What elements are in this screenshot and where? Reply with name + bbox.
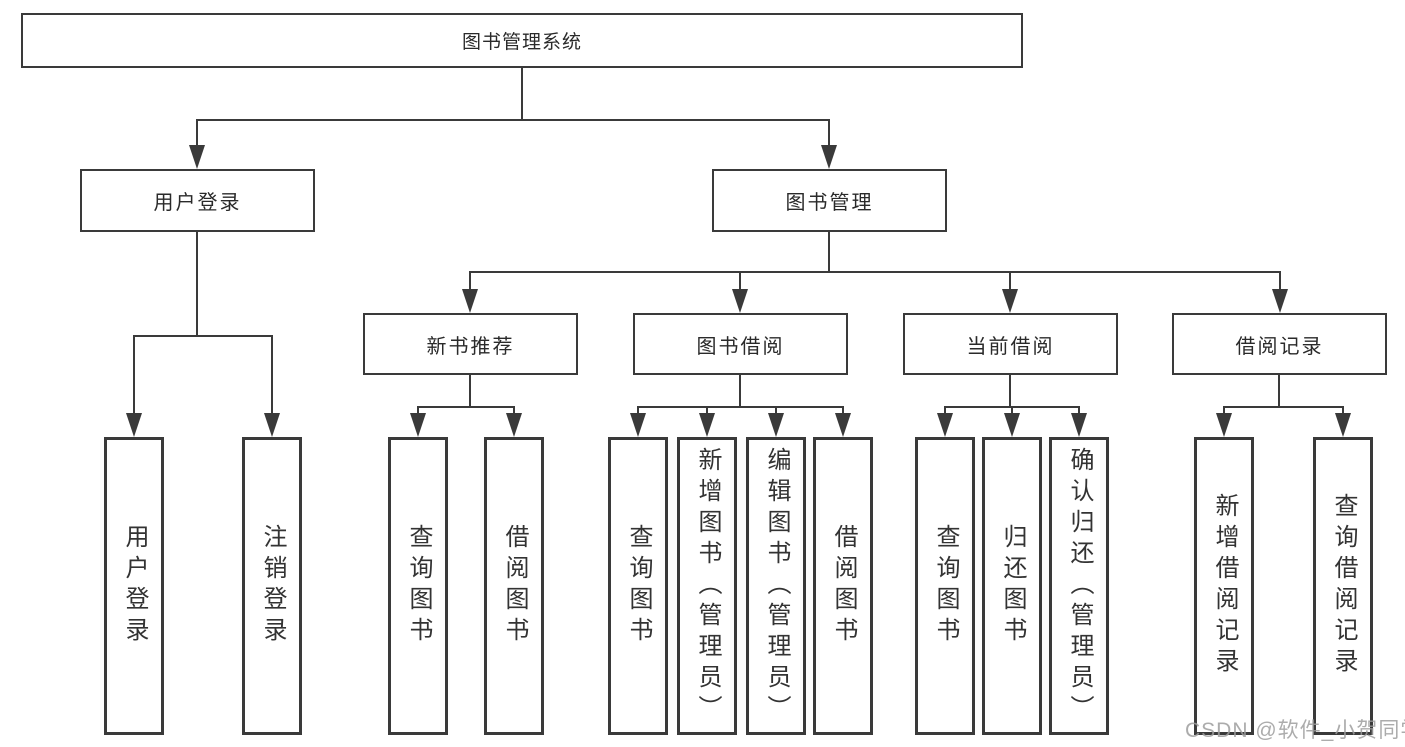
connector-line	[739, 271, 741, 291]
arrowhead-down-icon	[1071, 413, 1087, 437]
arrowhead-down-icon	[410, 413, 426, 437]
connector-line	[775, 406, 777, 415]
leaf-bb-query-book: 查询图书	[608, 437, 668, 735]
leaf-bb-borrow-book: 借阅图书	[813, 437, 873, 735]
connector-line	[828, 119, 830, 147]
leaf-cb-query-book: 查询图书	[915, 437, 975, 735]
connector-line	[1342, 406, 1344, 415]
connector-line	[1011, 406, 1013, 415]
connector-line	[1223, 406, 1344, 408]
connector-line	[739, 375, 741, 407]
leaf-nb-borrow-book: 借阅图书	[484, 437, 544, 735]
connector-line	[637, 406, 844, 408]
connector-line	[828, 232, 830, 272]
arrowhead-down-icon	[630, 413, 646, 437]
arrowhead-down-icon	[768, 413, 784, 437]
connector-line	[196, 119, 830, 121]
arrowhead-down-icon	[1216, 413, 1232, 437]
arrowhead-down-icon	[835, 413, 851, 437]
connector-line	[637, 406, 639, 415]
node-current-borrowing: 当前借阅	[903, 313, 1118, 375]
connector-line	[133, 335, 135, 415]
node-borrow-records: 借阅记录	[1172, 313, 1387, 375]
leaf-cb-return-book: 归还图书	[982, 437, 1042, 735]
node-book-management: 图书管理	[712, 169, 947, 232]
connector-line	[521, 68, 523, 120]
arrowhead-down-icon	[821, 145, 837, 169]
connector-line	[469, 375, 471, 407]
leaf-bb-edit-book-admin: 编辑图书（管理员）	[746, 437, 806, 735]
arrowhead-down-icon	[264, 413, 280, 437]
connector-line	[271, 335, 273, 415]
connector-line	[1279, 271, 1281, 291]
node-library-system: 图书管理系统	[21, 13, 1023, 68]
leaf-user-login: 用户登录	[104, 437, 164, 735]
arrowhead-down-icon	[1272, 289, 1288, 313]
leaf-br-add-record: 新增借阅记录	[1194, 437, 1254, 735]
connector-line	[944, 406, 946, 415]
connector-line	[133, 335, 273, 337]
connector-line	[1078, 406, 1080, 415]
connector-line	[1278, 375, 1280, 407]
connector-line	[196, 232, 198, 336]
connector-line	[469, 271, 471, 291]
arrowhead-down-icon	[189, 145, 205, 169]
watermark: CSDN @软件_小贺同学	[1185, 719, 1405, 742]
leaf-logout: 注销登录	[242, 437, 302, 735]
arrowhead-down-icon	[699, 413, 715, 437]
node-book-borrowing: 图书借阅	[633, 313, 848, 375]
connector-line	[1009, 271, 1011, 291]
arrowhead-down-icon	[126, 413, 142, 437]
connector-line	[1009, 375, 1011, 407]
connector-line	[196, 119, 198, 147]
leaf-nb-query-book: 查询图书	[388, 437, 448, 735]
node-new-book-recommend: 新书推荐	[363, 313, 578, 375]
connector-line	[417, 406, 515, 408]
leaf-cb-confirm-return-admin: 确认归还（管理员）	[1049, 437, 1109, 735]
connector-line	[417, 406, 419, 415]
connector-line	[513, 406, 515, 415]
leaf-bb-add-book-admin: 新增图书（管理员）	[677, 437, 737, 735]
arrowhead-down-icon	[1004, 413, 1020, 437]
connector-line	[842, 406, 844, 415]
connector-line	[706, 406, 708, 415]
arrowhead-down-icon	[937, 413, 953, 437]
arrowhead-down-icon	[462, 289, 478, 313]
node-user-login: 用户登录	[80, 169, 315, 232]
arrowhead-down-icon	[1335, 413, 1351, 437]
connector-line	[469, 271, 1281, 273]
leaf-br-query-record: 查询借阅记录	[1313, 437, 1373, 735]
connector-line	[1223, 406, 1225, 415]
arrowhead-down-icon	[732, 289, 748, 313]
arrowhead-down-icon	[1002, 289, 1018, 313]
arrowhead-down-icon	[506, 413, 522, 437]
